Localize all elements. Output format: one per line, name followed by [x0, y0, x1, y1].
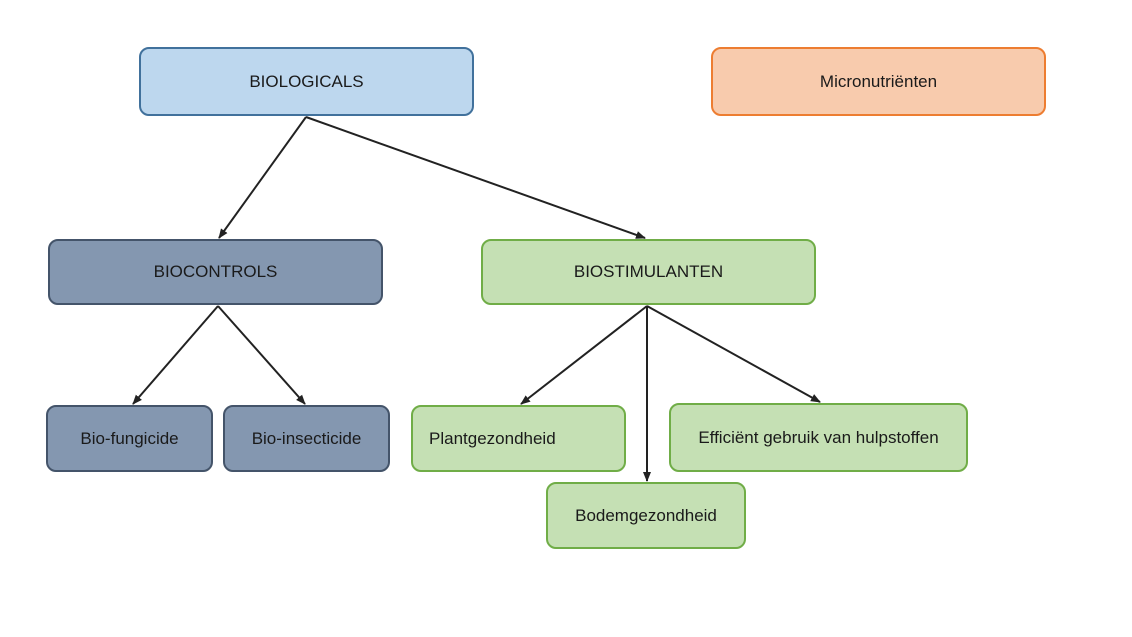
- node-biologicals: BIOLOGICALS: [139, 47, 474, 116]
- node-biostimulanten: BIOSTIMULANTEN: [481, 239, 816, 305]
- node-bio-insecticide-label: Bio-insecticide: [251, 428, 362, 448]
- node-bodemgezondheid: Bodemgezondheid: [546, 482, 746, 549]
- node-biocontrols: BIOCONTROLS: [48, 239, 383, 305]
- node-bodemgezondheid-label: Bodemgezondheid: [575, 505, 717, 525]
- node-plantgezondheid: Plantgezondheid: [411, 405, 626, 472]
- node-biocontrols-label: BIOCONTROLS: [153, 262, 278, 282]
- edge-biocontrols-biofungicide: [132, 305, 219, 405]
- node-efficient-gebruik-label: Efficiënt gebruik van hulpstoffen: [698, 427, 939, 447]
- edge-biologicals-biocontrols: [218, 116, 307, 239]
- edge-biostimulanten-plantgezondheid: [520, 305, 648, 405]
- edge-biostimulanten-efficient: [646, 305, 821, 403]
- node-plantgezondheid-label: Plantgezondheid: [429, 428, 556, 448]
- node-micronutrienten-label: Micronutriënten: [819, 71, 938, 91]
- edge-biologicals-biostimulanten: [305, 116, 646, 239]
- node-bio-insecticide: Bio-insecticide: [223, 405, 390, 472]
- edge-biocontrols-bioinsecticide: [217, 305, 306, 405]
- node-bio-fungicide-label: Bio-fungicide: [80, 428, 179, 448]
- node-biologicals-label: BIOLOGICALS: [249, 71, 364, 91]
- node-bio-fungicide: Bio-fungicide: [46, 405, 213, 472]
- node-micronutrienten: Micronutriënten: [711, 47, 1046, 116]
- node-efficient-gebruik: Efficiënt gebruik van hulpstoffen: [669, 403, 968, 472]
- node-biostimulanten-label: BIOSTIMULANTEN: [573, 262, 724, 282]
